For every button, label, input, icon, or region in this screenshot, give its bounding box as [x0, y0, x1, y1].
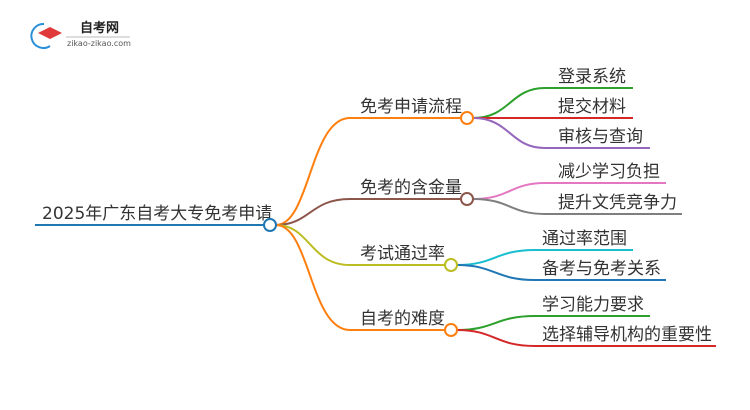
graduation-cap-icon: [38, 27, 62, 39]
edge-leaf: [456, 315, 650, 331]
logo-ring-icon: [30, 22, 51, 49]
branch-topic[interactable]: 自考的难度: [360, 309, 445, 329]
leaf-topic[interactable]: 提升文凭竞争力: [558, 193, 677, 213]
edge-branch-4: [275, 224, 445, 331]
branch-1-collapse-toggle[interactable]: [460, 111, 474, 125]
root-collapse-toggle[interactable]: [263, 218, 277, 232]
leaf-topic[interactable]: 备考与免考关系: [542, 259, 661, 279]
branch-3-collapse-toggle[interactable]: [444, 258, 458, 272]
site-logo[interactable]: 自考网 zikao-zikao.com: [30, 20, 131, 49]
leaf-topic[interactable]: 提交材料: [558, 97, 626, 117]
leaf-topic[interactable]: 减少学习负担: [558, 162, 660, 182]
edge-leaf: [456, 249, 633, 266]
edge-leaf: [472, 198, 682, 215]
branch-topic[interactable]: 考试通过率: [360, 244, 445, 264]
branch-2-collapse-toggle[interactable]: [460, 192, 474, 206]
edge-leaf: [456, 329, 716, 347]
root-topic[interactable]: 2025年广东自考大专免考申请: [42, 204, 272, 224]
edge-leaf: [472, 117, 650, 149]
branch-topic[interactable]: 免考申请流程: [360, 97, 462, 117]
leaf-topic[interactable]: 学习能力要求: [542, 295, 644, 315]
leaf-topic[interactable]: 通过率范围: [542, 229, 627, 249]
edge-branch-3: [275, 224, 445, 266]
logo-name: 自考网: [80, 20, 119, 36]
edge-leaf: [456, 264, 666, 281]
edge-branch-2: [275, 198, 461, 226]
edge-leaf: [472, 87, 633, 119]
logo-url: zikao-zikao.com: [67, 39, 131, 48]
edge-leaf: [472, 182, 666, 200]
branch-topic[interactable]: 免考的含金量: [360, 178, 462, 198]
leaf-topic[interactable]: 登录系统: [558, 67, 626, 87]
edge-branch-1: [275, 117, 461, 226]
branch-4-collapse-toggle[interactable]: [444, 323, 458, 337]
leaf-topic[interactable]: 选择辅导机构的重要性: [542, 325, 712, 345]
leaf-topic[interactable]: 审核与查询: [558, 127, 643, 147]
